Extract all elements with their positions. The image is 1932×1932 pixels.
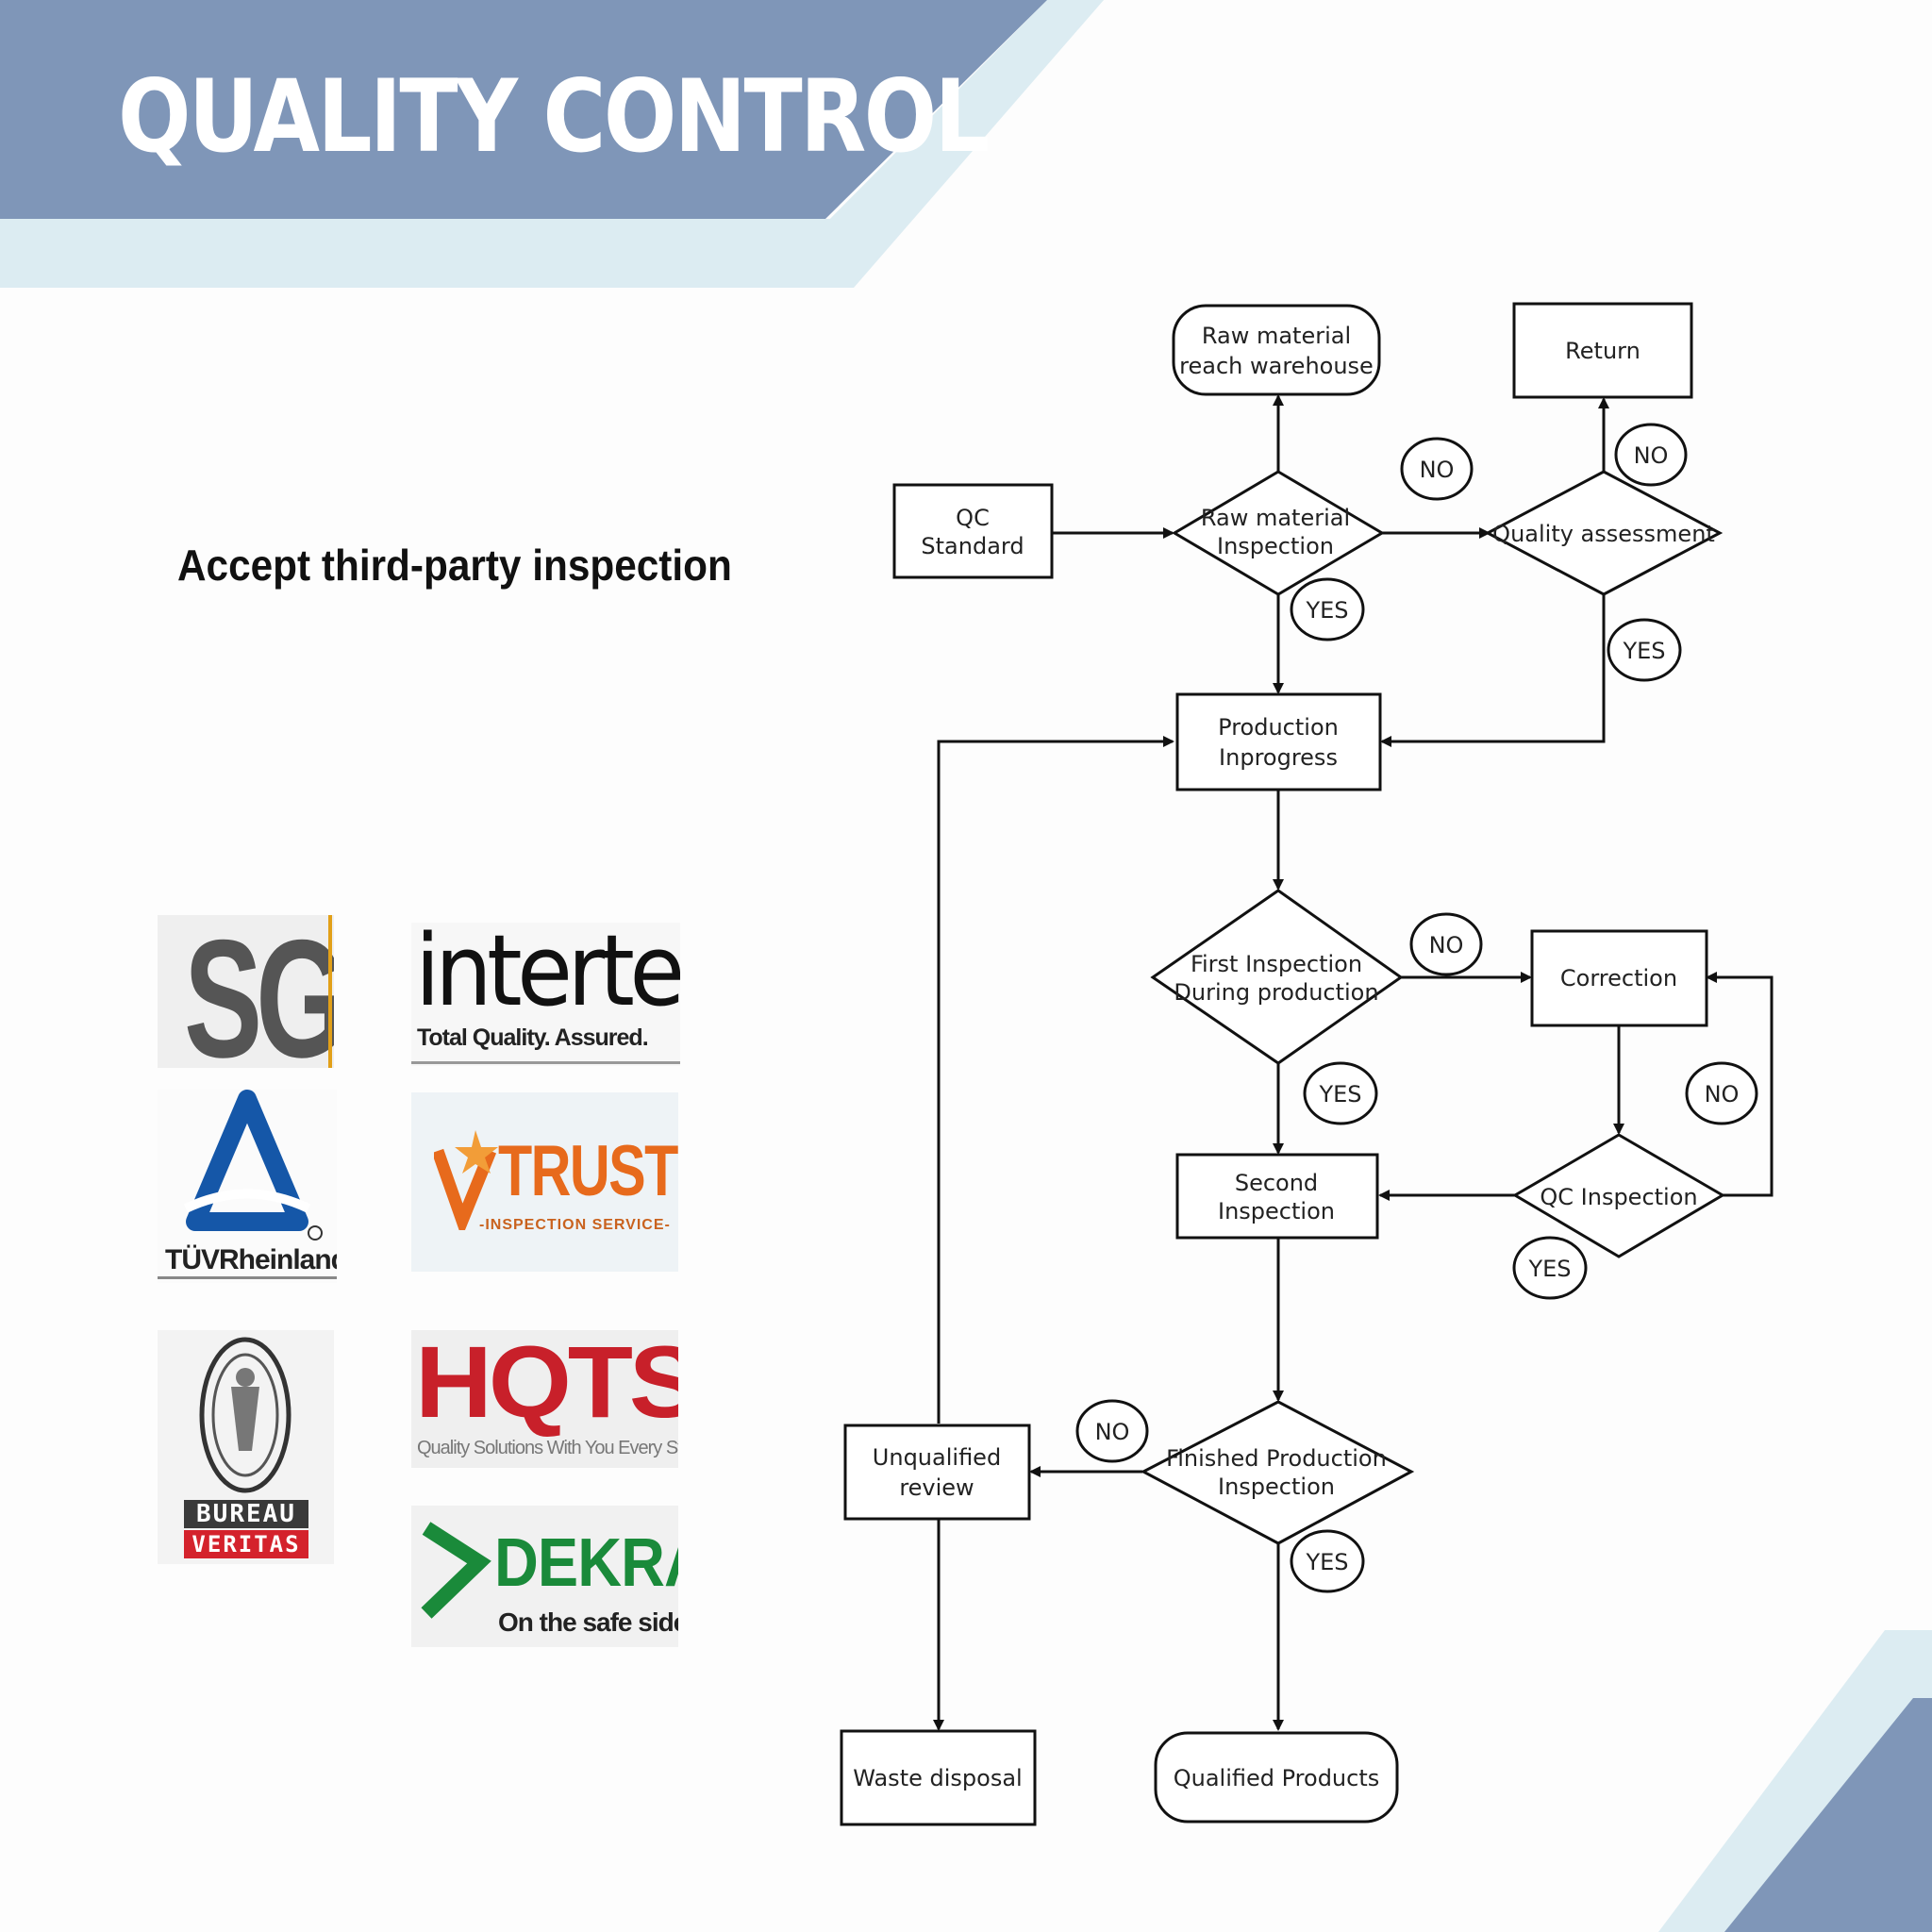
svg-text:Second: Second <box>1235 1170 1318 1196</box>
dekra-tagline: On the safe side. <box>498 1607 678 1637</box>
vtrust-logo: TRUST -INSPECTION SERVICE- <box>411 1092 678 1272</box>
svg-text:YES: YES <box>1305 1549 1348 1575</box>
svg-text:Correction: Correction <box>1560 965 1677 991</box>
svg-text:Raw material: Raw material <box>1201 505 1350 531</box>
corner-decoration <box>1658 1630 1932 1932</box>
branch-labels: NO NO YES YES NO YES NO YES <box>1075 423 1758 1593</box>
node-correction: Correction <box>1530 929 1708 1027</box>
intertek-logo-text: intertek <box>415 923 680 1028</box>
dekra-arrow-icon <box>421 1522 491 1619</box>
dekra-logo: DEKRA On the safe side. <box>411 1506 678 1647</box>
svg-text:Inspection: Inspection <box>1217 533 1334 559</box>
flowchart-connectors <box>933 394 1774 1731</box>
svg-text:YES: YES <box>1622 638 1665 664</box>
svg-text:During production: During production <box>1174 979 1378 1006</box>
svg-text:YES: YES <box>1305 597 1348 624</box>
svg-text:YES: YES <box>1527 1256 1571 1282</box>
svg-text:Waste disposal: Waste disposal <box>853 1765 1022 1791</box>
node-return: Return <box>1512 302 1693 399</box>
svg-text:Production: Production <box>1218 714 1339 741</box>
label-yes-qc-inspection: YES <box>1512 1236 1588 1300</box>
tuv-logo-text: TÜVRheinland <box>165 1244 337 1275</box>
svg-text:NO: NO <box>1634 442 1669 469</box>
svg-text:Inspection: Inspection <box>1218 1198 1335 1224</box>
label-yes-first-inspection: YES <box>1303 1061 1378 1125</box>
node-production-inprogress: Production Inprogress <box>1175 692 1382 791</box>
hqts-logo-text: HQTS <box>415 1330 678 1439</box>
label-yes-assessment: YES <box>1607 618 1682 682</box>
svg-text:review: review <box>899 1474 974 1501</box>
svg-text:NO: NO <box>1705 1081 1740 1108</box>
label-no-assessment: NO <box>1614 423 1688 487</box>
sgs-logo: SGS <box>158 915 334 1068</box>
tuv-underline <box>158 1276 337 1279</box>
node-second-inspection: Second Inspection <box>1175 1153 1379 1240</box>
sgs-logo-bar <box>328 915 332 1068</box>
svg-text:Inprogress: Inprogress <box>1219 744 1338 771</box>
label-yes-raw-inspection: YES <box>1290 577 1365 641</box>
svg-text:YES: YES <box>1318 1081 1361 1108</box>
svg-text:Return: Return <box>1565 338 1641 364</box>
node-raw-material-reach: Raw material reach warehouse <box>1172 304 1381 396</box>
vtrust-tagline: -INSPECTION SERVICE- <box>479 1217 671 1233</box>
hqts-tagline: Quality Solutions With You Every Step <box>417 1438 678 1458</box>
svg-text:Raw material: Raw material <box>1202 323 1351 349</box>
tuv-rheinland-logo: TÜVRheinland <box>158 1090 337 1283</box>
node-qc-inspection: QC Inspection <box>1512 1133 1725 1258</box>
label-no-first-inspection: NO <box>1409 912 1483 976</box>
label-no-qc-inspection: NO <box>1685 1061 1758 1125</box>
svg-text:QC Inspection: QC Inspection <box>1540 1184 1697 1210</box>
page-title: QUALITY CONTROL <box>118 58 990 175</box>
svg-text:reach warehouse: reach warehouse <box>1179 353 1374 379</box>
arrow-assessment-to-production <box>1380 594 1606 747</box>
svg-text:QC: QC <box>956 505 990 531</box>
header-banner <box>0 0 1104 288</box>
hqts-logo: HQTS Quality Solutions With You Every St… <box>411 1330 678 1468</box>
arrow-unqualified-to-production <box>937 736 1174 1424</box>
node-qc-standard: QC Standard <box>892 483 1054 579</box>
svg-text:First Inspection: First Inspection <box>1191 951 1362 977</box>
vtrust-star-icon <box>434 1130 498 1230</box>
label-yes-finished-inspection: YES <box>1290 1529 1365 1593</box>
svg-text:Unqualified: Unqualified <box>873 1444 1001 1471</box>
node-unqualified-review: Unqualified review <box>843 1424 1031 1521</box>
node-waste-disposal: Waste disposal <box>840 1729 1037 1826</box>
intertek-tagline: Total Quality. Assured. <box>417 1024 649 1051</box>
svg-text:NO: NO <box>1429 932 1464 958</box>
svg-text:Quality assessment: Quality assessment <box>1492 521 1715 547</box>
svg-text:NO: NO <box>1095 1419 1130 1445</box>
vtrust-logo-text: TRUST <box>498 1131 678 1211</box>
node-qualified-products: Qualified Products <box>1154 1731 1399 1824</box>
bureau-veritas-line2: VERITAS <box>184 1530 308 1558</box>
node-quality-assessment: Quality assessment <box>1484 470 1724 596</box>
banner-accent-band <box>0 0 1104 288</box>
svg-text:Finished Production: Finished Production <box>1166 1445 1387 1472</box>
node-raw-material-inspection: Raw material Inspection <box>1172 470 1385 596</box>
section-subtitle: Accept third-party inspection <box>177 541 732 590</box>
node-finished-production-inspection: Finished Production Inspection <box>1140 1400 1415 1545</box>
intertek-underline <box>411 1061 680 1064</box>
bureau-veritas-seal-icon <box>199 1337 291 1493</box>
svg-text:NO: NO <box>1420 457 1455 483</box>
node-first-inspection: First Inspection During production <box>1150 889 1404 1065</box>
intertek-logo: intertek Total Quality. Assured. <box>411 923 680 1066</box>
label-no-raw-inspection: NO <box>1400 437 1474 501</box>
bureau-veritas-line1: BUREAU <box>184 1500 308 1528</box>
arrow-qc-inspection-to-correction <box>1706 972 1774 1197</box>
bureau-veritas-logo: BUREAU VERITAS <box>158 1330 334 1564</box>
svg-text:Standard: Standard <box>921 533 1024 559</box>
tuv-triangle-icon <box>183 1090 323 1241</box>
label-no-finished-inspection: NO <box>1075 1399 1149 1463</box>
svg-text:Inspection: Inspection <box>1218 1474 1335 1500</box>
svg-text:Qualified Products: Qualified Products <box>1174 1765 1380 1791</box>
dekra-logo-text: DEKRA <box>494 1525 678 1601</box>
banner-main-band <box>0 0 1047 219</box>
corner-main <box>1724 1698 1932 1932</box>
